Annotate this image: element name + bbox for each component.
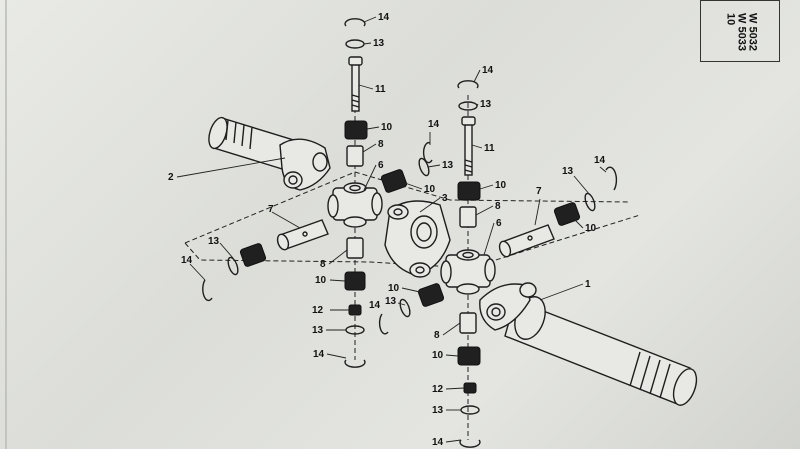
callout-c10d: 10 [315, 275, 327, 286]
callout-c14e: 14 [594, 155, 606, 166]
part-14-circlip-2 [457, 80, 479, 89]
callout-c14a: 14 [378, 12, 390, 23]
callout-c1: 1 [585, 279, 591, 290]
callout-c8a: 8 [378, 139, 384, 150]
part-13-washer-8 [460, 405, 480, 415]
callout-c12a: 12 [312, 305, 324, 316]
callout-c13h: 13 [432, 405, 444, 416]
part-8-bushing-2 [459, 206, 477, 228]
part-14-circlip-3 [422, 141, 433, 164]
part-10-bearing-4 [457, 346, 481, 366]
callout-c14c: 14 [428, 119, 440, 130]
part-14-circlip-6 [378, 313, 389, 335]
callout-c12b: 12 [432, 384, 444, 395]
part-7-pin-right [498, 224, 555, 258]
callout-c7b: 7 [536, 186, 542, 197]
part-11-bolt-left [348, 56, 363, 112]
part-10-bearing-8 [553, 202, 581, 226]
part-10-bearing-3 [344, 271, 366, 291]
callout-c14g: 14 [313, 349, 325, 360]
callout-c13c: 13 [442, 160, 454, 171]
callout-c13e: 13 [562, 166, 574, 177]
leader-lines [176, 16, 607, 443]
callout-c8b: 8 [495, 201, 501, 212]
callout-c13d: 13 [208, 236, 220, 247]
callout-c6a: 6 [378, 160, 384, 171]
part-1-yoke-shaft [479, 282, 698, 406]
callout-c10c: 10 [495, 180, 507, 191]
part-8-bushing-1 [346, 145, 364, 167]
part-13-washer-4 [227, 256, 239, 276]
assembly-line-horizontal-bottom [184, 214, 641, 269]
part-14-circlip-5 [605, 166, 618, 191]
part-13-washer-1 [345, 39, 365, 49]
part-6-spider-right [440, 249, 496, 295]
part-14-circlip-4 [202, 279, 213, 302]
circlips [202, 18, 618, 448]
part-8-bushing-4 [459, 312, 477, 334]
callout-c14d: 14 [181, 255, 193, 266]
callout-c14h: 14 [432, 437, 444, 448]
part-10-bearing-6 [239, 243, 267, 267]
part-13-washer-5 [584, 192, 596, 212]
part-2-yoke-shaft [208, 116, 331, 191]
callout-c10a: 10 [381, 122, 393, 133]
part-10-bearing-1 [344, 120, 368, 140]
part-10-bearing-7 [417, 283, 445, 307]
callout-c10b: 10 [424, 184, 436, 195]
title-block: W 5032 W 5033 10 [700, 0, 780, 62]
part-12-cap-1 [348, 304, 362, 316]
callout-c14f: 14 [369, 300, 381, 311]
needle-bearings [239, 120, 581, 366]
part-10-bearing-2 [457, 181, 481, 201]
part-13-washer-6 [399, 298, 411, 318]
callout-c8d: 8 [434, 330, 440, 341]
callout-c11b: 11 [484, 143, 495, 154]
callout-numbers: 14 13 11 10 8 6 2 14 13 14 11 13 10 10 3 8 6 7 13 14 8 10 14 13… [168, 12, 606, 448]
callout-c14b: 14 [482, 65, 494, 76]
callout-c11a: 11 [375, 84, 386, 95]
part-10-bearing-5 [380, 169, 408, 193]
part-8-bushing-3 [346, 237, 364, 259]
part-14-circlip-1 [344, 18, 366, 27]
part-11-bolt-right [461, 116, 476, 176]
callout-c13f: 13 [385, 296, 397, 307]
callout-c13b: 13 [480, 99, 492, 110]
callout-c8c: 8 [320, 259, 326, 270]
part-13-washer-3 [418, 157, 430, 177]
callout-c13a: 13 [373, 38, 385, 49]
callout-c2: 2 [168, 172, 174, 183]
caps [348, 304, 477, 394]
callout-c7a: 7 [268, 204, 274, 215]
callout-c10g: 10 [432, 350, 444, 361]
part-12-cap-2 [463, 382, 477, 394]
part-7-pin-left [276, 219, 329, 251]
part-6-spider-left [327, 182, 383, 228]
part-14-circlip-7 [344, 359, 366, 368]
bushings [346, 145, 477, 334]
part-3-center-yoke [384, 200, 451, 278]
callout-c10e: 10 [585, 223, 597, 234]
part-14-circlip-8 [459, 439, 481, 448]
callout-c3: 3 [442, 193, 448, 204]
callout-c13g: 13 [312, 325, 324, 336]
callout-c6b: 6 [496, 218, 502, 229]
callout-c10f: 10 [388, 283, 400, 294]
